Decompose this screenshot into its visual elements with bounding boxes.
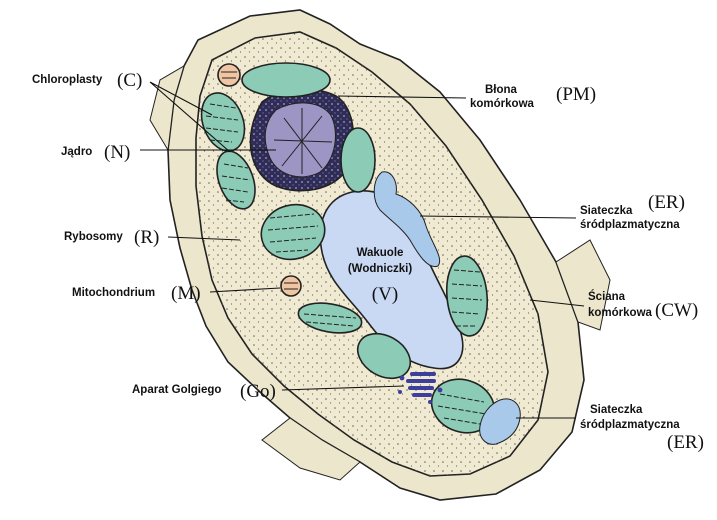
- er-upper-abbr: (ER): [648, 192, 685, 213]
- er-upper-label-line2: śródplazmatyczna: [580, 219, 680, 231]
- plasma-membrane-leader: [337, 95, 467, 99]
- mitochondrion: [280, 275, 302, 297]
- er-upper-label-line1: Siateczka: [580, 205, 633, 217]
- chloroplasts-label: Chloroplasty: [32, 74, 103, 86]
- plastid-top: [241, 62, 331, 98]
- mitochondrion-leader: [209, 287, 281, 293]
- plastid-middle: [340, 127, 376, 193]
- cell-wall-label-line2: komórkowa: [588, 307, 653, 319]
- cell-wall-leader: [529, 299, 585, 307]
- plasma-membrane-label-line2: komórkowa: [470, 98, 535, 110]
- nucleus: [249, 88, 355, 192]
- golgi-label: Aparat Golgiego: [132, 384, 221, 396]
- er-upper-leader: [419, 215, 577, 219]
- chloroplast-5: [445, 255, 489, 337]
- chloroplast-2: [216, 150, 256, 210]
- golgi-abbr: (Go): [240, 381, 276, 402]
- er-lower-label-line2: śródplazmatyczna: [580, 419, 680, 431]
- ribosomes-label: Rybosomy: [64, 231, 123, 243]
- er-lower: [479, 398, 521, 445]
- er-lower-label-line1: Siateczka: [590, 404, 643, 416]
- er-lower-abbr: (ER): [667, 432, 704, 453]
- plastid-bottom: [356, 332, 412, 380]
- mitochondrion-label: Mitochondrium: [72, 287, 155, 299]
- golgi-leader: [281, 385, 405, 391]
- chloroplasts-leader: [149, 81, 231, 153]
- ribosomes-abbr: (R): [134, 227, 159, 248]
- vacuole-abbr: (V): [372, 284, 398, 305]
- chloroplast-3: [260, 203, 326, 261]
- ribosomes-leader: [167, 236, 241, 241]
- chloroplasts-abbr: (C): [117, 70, 142, 91]
- plasma-membrane-abbr: (PM): [556, 84, 596, 105]
- neighbour-wall-bottom: [261, 417, 361, 481]
- cell-wall-label-line1: Ściana: [588, 290, 626, 303]
- mitochondrion-top: [217, 63, 241, 87]
- plasma-membrane-label-line1: Błona: [485, 84, 518, 96]
- vacuole-label-line2: (Wodniczki): [348, 263, 412, 275]
- neighbour-wall-right: [555, 239, 611, 331]
- nucleus-abbr: (N): [104, 142, 130, 163]
- vacuole-label-line1: Wakuole: [357, 247, 404, 259]
- cell-wall-abbr: (CW): [655, 300, 698, 321]
- nucleus-label: Jądro: [61, 146, 92, 158]
- er-upper: [373, 171, 440, 268]
- golgi-apparatus: [398, 372, 443, 404]
- mitochondrion-abbr: (M): [171, 283, 201, 304]
- chloroplast-4: [297, 302, 363, 334]
